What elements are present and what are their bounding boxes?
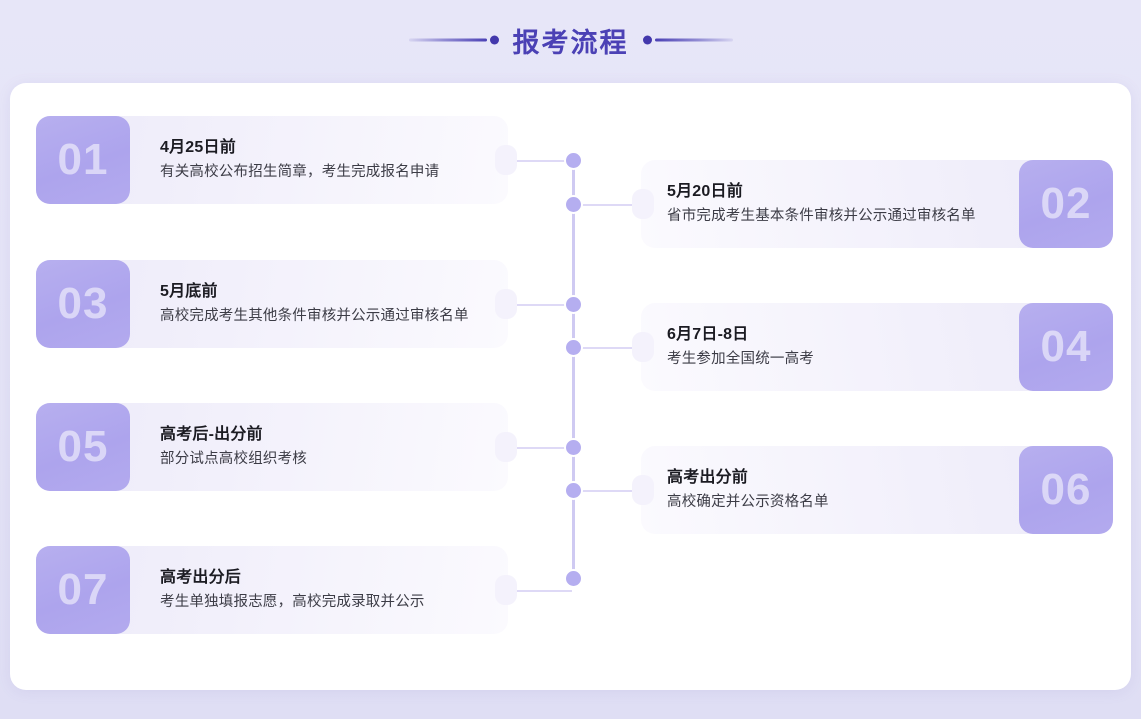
- timeline-spine: [572, 154, 575, 578]
- step-card-06[interactable]: 06 高考出分前 高校确定并公示资格名单: [632, 446, 1113, 534]
- step-title: 高考出分前: [667, 469, 749, 487]
- step-description: 考生参加全国统一高考: [667, 351, 814, 368]
- step-description: 部分试点高校组织考核: [160, 451, 307, 468]
- step-content: 高考出分前 高校确定并公示资格名单: [667, 446, 995, 534]
- step-number-badge: 05: [36, 403, 130, 491]
- step-card-05[interactable]: 05 高考后-出分前 部分试点高校组织考核: [36, 403, 517, 491]
- step-number: 04: [1040, 322, 1092, 371]
- step-number-badge: 01: [36, 116, 130, 204]
- step-number-badge: 04: [1019, 303, 1113, 391]
- step-description: 有关高校公布招生简章，考生完成报名申请: [160, 164, 440, 181]
- step-description: 考生单独填报志愿，高校完成录取并公示: [160, 594, 425, 611]
- page-title: 报考流程: [512, 27, 629, 58]
- step-number: 06: [1040, 465, 1092, 514]
- step-card-01[interactable]: 01 4月25日前 有关高校公布招生简章，考生完成报名申请: [36, 116, 517, 204]
- card-connector-nub: [495, 432, 517, 462]
- step-description: 高校完成考生其他条件审核并公示通过审核名单: [160, 308, 469, 325]
- timeline-node-3: [566, 297, 581, 312]
- step-number: 03: [57, 279, 109, 328]
- step-card-04[interactable]: 04 6月7日-8日 考生参加全国统一高考: [632, 303, 1113, 391]
- connector-step-5: [512, 447, 572, 449]
- step-number: 05: [57, 422, 109, 471]
- step-number-badge: 07: [36, 546, 130, 634]
- connector-step-2: [576, 204, 642, 206]
- step-number-badge: 02: [1019, 160, 1113, 248]
- timeline-node-5: [566, 440, 581, 455]
- step-description: 高校确定并公示资格名单: [667, 494, 829, 511]
- card-connector-nub: [632, 189, 654, 219]
- step-content: 高考出分后 考生单独填报志愿，高校完成录取并公示: [160, 546, 488, 634]
- step-card-07[interactable]: 07 高考出分后 考生单独填报志愿，高校完成录取并公示: [36, 546, 517, 634]
- step-number-badge: 03: [36, 260, 130, 348]
- connector-step-1: [512, 160, 572, 162]
- connector-step-4: [576, 347, 642, 349]
- connector-step-6: [576, 490, 642, 492]
- step-content: 高考后-出分前 部分试点高校组织考核: [160, 403, 488, 491]
- step-title: 高考出分后: [160, 569, 242, 587]
- timeline-node-7: [566, 571, 581, 586]
- card-connector-nub: [495, 575, 517, 605]
- step-number: 01: [57, 135, 109, 184]
- step-content: 5月20日前 省市完成考生基本条件审核并公示通过审核名单: [667, 160, 995, 248]
- timeline-node-1: [566, 153, 581, 168]
- card-connector-nub: [632, 475, 654, 505]
- timeline-node-4: [566, 340, 581, 355]
- timeline-node-2: [566, 197, 581, 212]
- step-card-03[interactable]: 03 5月底前 高校完成考生其他条件审核并公示通过审核名单: [36, 260, 517, 348]
- connector-step-7: [512, 590, 572, 592]
- step-title: 5月底前: [160, 283, 218, 301]
- step-card-02[interactable]: 02 5月20日前 省市完成考生基本条件审核并公示通过审核名单: [632, 160, 1113, 248]
- step-title: 5月20日前: [667, 183, 743, 201]
- step-number: 07: [57, 565, 109, 614]
- card-connector-nub: [632, 332, 654, 362]
- page-header: 报考流程: [0, 16, 1141, 64]
- step-number-badge: 06: [1019, 446, 1113, 534]
- step-title: 4月25日前: [160, 139, 236, 157]
- title-right-decoration-icon: [642, 34, 733, 46]
- step-content: 5月底前 高校完成考生其他条件审核并公示通过审核名单: [160, 260, 488, 348]
- connector-step-3: [512, 304, 572, 306]
- step-content: 4月25日前 有关高校公布招生简章，考生完成报名申请: [160, 116, 488, 204]
- title-left-decoration-icon: [408, 34, 499, 46]
- step-number: 02: [1040, 179, 1092, 228]
- step-title: 高考后-出分前: [160, 426, 263, 444]
- step-content: 6月7日-8日 考生参加全国统一高考: [667, 303, 995, 391]
- card-connector-nub: [495, 289, 517, 319]
- card-connector-nub: [495, 145, 517, 175]
- step-description: 省市完成考生基本条件审核并公示通过审核名单: [667, 208, 976, 225]
- step-title: 6月7日-8日: [667, 326, 749, 344]
- timeline-node-6: [566, 483, 581, 498]
